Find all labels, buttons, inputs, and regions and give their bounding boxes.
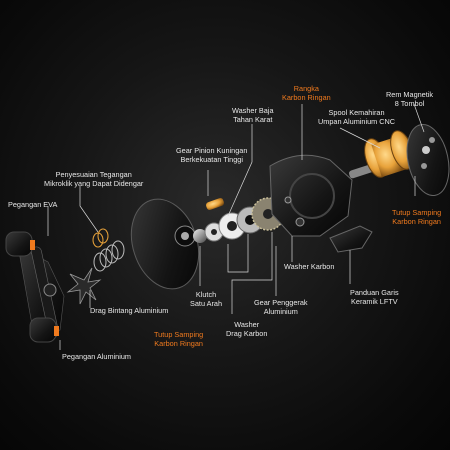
label-drag-bintang: Drag Bintang Aluminium xyxy=(90,306,169,315)
frame-icon xyxy=(269,154,353,237)
side-cover-icon xyxy=(406,124,450,196)
label-washer-karbon: Washer Karbon xyxy=(284,262,335,271)
eva-knob-icon xyxy=(5,231,35,257)
line-guide-icon xyxy=(329,225,373,253)
leader-lines xyxy=(47,103,425,350)
star-drag-icon xyxy=(66,267,102,305)
gear-pinion-icon xyxy=(206,198,224,210)
spring-stack xyxy=(92,228,125,272)
left-side-plate xyxy=(130,198,200,290)
handle-assembly xyxy=(5,231,65,343)
spool-icon xyxy=(349,130,414,179)
aluminium-knob-icon xyxy=(29,317,59,343)
label-pegangan-aluminium: Pegangan Aluminium xyxy=(62,352,131,361)
label-pegangan-eva: Pegangan EVA xyxy=(8,200,58,209)
washer-stack xyxy=(193,206,264,243)
